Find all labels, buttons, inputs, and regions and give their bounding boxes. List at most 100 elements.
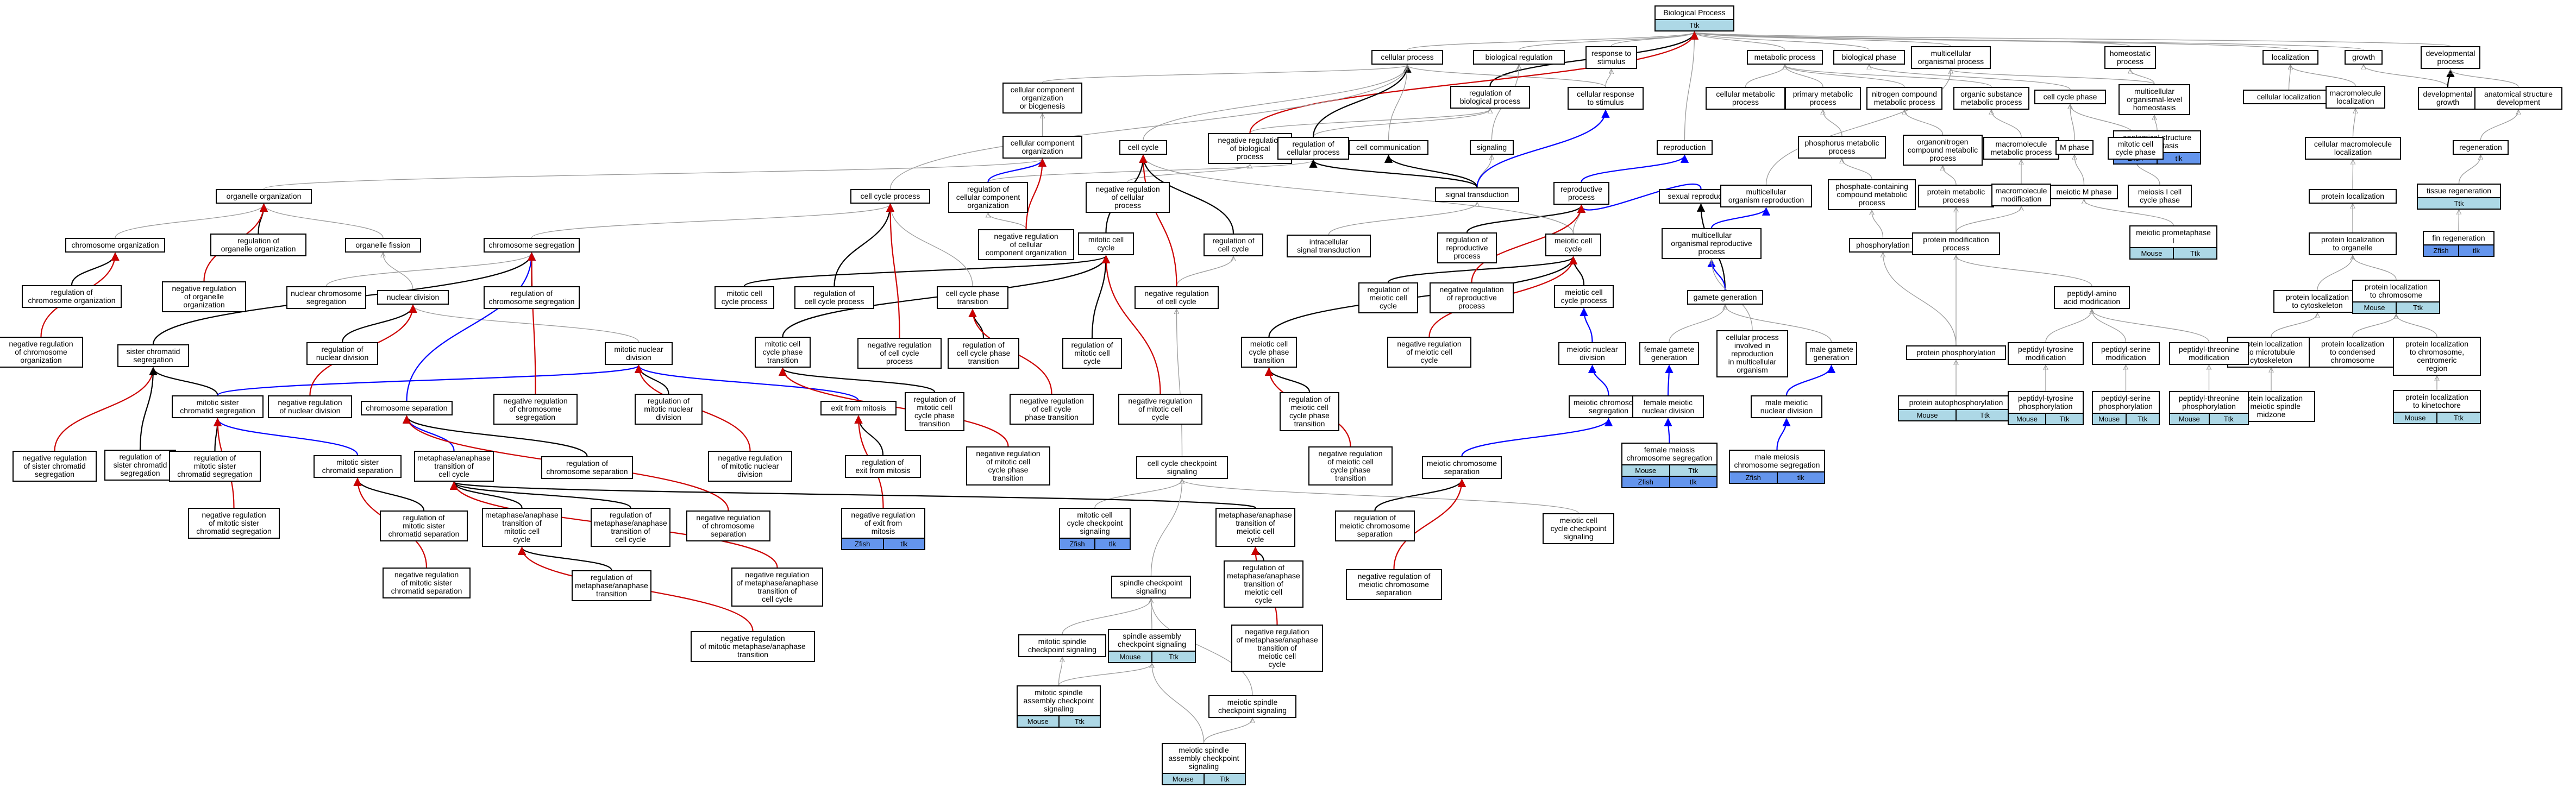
go-term-node[interactable]: protein localization to chromosome, cent… bbox=[2393, 337, 2481, 376]
go-term-node[interactable]: peptidyl-threonine modification bbox=[2169, 342, 2249, 365]
go-term-node[interactable]: mitotic spindle assembly checkpoint sign… bbox=[1017, 685, 1101, 728]
go-term-node[interactable]: cellular process involved in reproductio… bbox=[1716, 330, 1788, 377]
go-term-node[interactable]: gamete generation bbox=[1687, 290, 1763, 305]
go-term-node[interactable]: male gamete generation bbox=[1806, 342, 1857, 365]
go-term-node[interactable]: cell communication bbox=[1349, 140, 1428, 155]
go-term-node[interactable]: regulation of chromosome organization bbox=[22, 285, 122, 308]
go-term-node[interactable]: meiotic cell cycle bbox=[1545, 234, 1601, 256]
go-term-node[interactable]: biological regulation bbox=[1473, 50, 1565, 65]
go-term-node[interactable]: negative regulation of sister chromatid … bbox=[12, 451, 97, 482]
go-term-node[interactable]: developmental process bbox=[2421, 46, 2480, 69]
go-term-node[interactable]: organelle organization bbox=[216, 189, 312, 204]
go-term-node[interactable]: regulation of nuclear division bbox=[306, 342, 378, 365]
go-term-node[interactable]: negative regulation of chromosome organi… bbox=[0, 337, 83, 368]
go-term-node[interactable]: regulation of cellular process bbox=[1277, 137, 1349, 160]
go-term-node[interactable]: phosphate-containing compound metabolic … bbox=[1828, 179, 1916, 210]
go-term-node[interactable]: male meiotic nuclear division bbox=[1751, 395, 1822, 418]
go-term-node[interactable]: meiotic M phase bbox=[2050, 185, 2118, 199]
go-term-node[interactable]: regulation of mitotic cell cycle bbox=[1062, 338, 1122, 369]
go-term-node[interactable]: negative regulation of organelle organiz… bbox=[162, 281, 246, 312]
go-term-node[interactable]: negative regulation of mitotic nuclear d… bbox=[708, 451, 792, 482]
go-term-node[interactable]: primary metabolic process bbox=[1785, 87, 1861, 110]
go-term-node[interactable]: growth bbox=[2345, 50, 2383, 65]
go-term-node[interactable]: negative regulation of cell cycle bbox=[1135, 286, 1219, 309]
go-term-node[interactable]: regulation of meiotic cell cycle phase t… bbox=[1280, 392, 1339, 431]
go-term-node[interactable]: meiotic spindle assembly checkpoint sign… bbox=[1162, 743, 1246, 785]
go-term-node[interactable]: multicellular organismal-level homeostas… bbox=[2119, 84, 2190, 115]
go-term-node[interactable]: negative regulation of metaphase/anaphas… bbox=[731, 568, 823, 607]
go-term-node[interactable]: chromosome separation bbox=[361, 401, 453, 415]
go-term-node[interactable]: regulation of cell cycle phase transitio… bbox=[948, 338, 1019, 369]
go-term-node[interactable]: phosphorus metabolic process bbox=[1798, 136, 1886, 159]
go-term-node[interactable]: peptidyl-serine modification bbox=[2092, 342, 2160, 365]
go-term-node[interactable]: nuclear division bbox=[377, 290, 449, 305]
go-term-node[interactable]: mitotic sister chromatid separation bbox=[314, 455, 402, 478]
go-term-node[interactable]: regulation of biological process bbox=[1450, 86, 1530, 109]
go-term-node[interactable]: mitotic cell cycle phase bbox=[2108, 137, 2164, 160]
go-term-node[interactable]: metaphase/anaphase transition of cell cy… bbox=[414, 451, 494, 482]
go-term-node[interactable]: regulation of meiotic cell cycle bbox=[1358, 282, 1418, 313]
go-term-node[interactable]: cellular component organization bbox=[1002, 136, 1082, 159]
go-term-node[interactable]: cellular process bbox=[1371, 50, 1443, 65]
go-term-node[interactable]: developmental growth bbox=[2418, 87, 2478, 110]
go-term-node[interactable]: cell cycle phase bbox=[2034, 90, 2106, 104]
go-term-node[interactable]: mitotic cell cycle process bbox=[714, 286, 774, 309]
go-term-node[interactable]: multicellular organism reproduction bbox=[1720, 185, 1812, 207]
go-term-node[interactable]: protein localization to condensed chromo… bbox=[2309, 337, 2397, 368]
go-term-node[interactable]: regulation of meiotic chromosome separat… bbox=[1335, 510, 1415, 541]
go-term-node[interactable]: meiotic chromosome separation bbox=[1422, 456, 1502, 479]
go-term-node[interactable]: negative regulation of mitotic cell cycl… bbox=[966, 446, 1050, 486]
go-term-node[interactable]: macromolecule modification bbox=[1991, 184, 2051, 206]
go-term-node[interactable]: metabolic process bbox=[1747, 50, 1823, 65]
go-term-node[interactable]: signaling bbox=[1470, 140, 1514, 155]
go-term-node[interactable]: regulation of metaphase/anaphase transit… bbox=[591, 508, 670, 547]
go-term-node[interactable]: cellular macromolecule localization bbox=[2305, 137, 2401, 160]
go-term-node[interactable]: negative regulation of mitotic metaphase… bbox=[691, 631, 815, 662]
go-term-node[interactable]: negative regulation of mitotic cell cycl… bbox=[1118, 394, 1202, 425]
go-term-node[interactable]: protein phosphorylation bbox=[1906, 345, 2006, 360]
go-term-node[interactable]: negative regulation of cellular process bbox=[1086, 182, 1170, 213]
go-term-node[interactable]: cell cycle process bbox=[850, 189, 930, 204]
go-term-node[interactable]: protein metabolic process bbox=[1918, 185, 1994, 207]
go-term-node[interactable]: female gamete generation bbox=[1639, 342, 1699, 365]
go-term-node[interactable]: meiotic cell cycle process bbox=[1554, 285, 1614, 308]
go-term-node[interactable]: negative regulation of meiotic cell cycl… bbox=[1308, 446, 1393, 486]
go-term-node[interactable]: chromosome segregation bbox=[484, 238, 580, 253]
go-term-node[interactable]: negative regulation of metaphase/anaphas… bbox=[1231, 625, 1323, 672]
go-term-node[interactable]: regulation of cell cycle bbox=[1204, 234, 1263, 256]
go-term-node[interactable]: multicellular organismal reproductive pr… bbox=[1662, 228, 1762, 259]
go-term-node[interactable]: regulation of metaphase/anaphase transit… bbox=[572, 570, 651, 601]
go-term-node[interactable]: mitotic nuclear division bbox=[605, 342, 673, 365]
go-term-node[interactable]: negative regulation of cell cycle proces… bbox=[857, 338, 942, 369]
go-term-node[interactable]: meiotic nuclear division bbox=[1558, 342, 1626, 365]
go-term-node[interactable]: negative regulation of nuclear division bbox=[268, 395, 352, 418]
go-term-node[interactable]: regulation of mitotic nuclear division bbox=[635, 394, 703, 425]
go-term-node[interactable]: meiotic spindle checkpoint signaling bbox=[1208, 695, 1296, 718]
go-term-node[interactable]: sister chromatid segregation bbox=[117, 344, 189, 367]
go-term-node[interactable]: regulation of metaphase/anaphase transit… bbox=[1224, 560, 1303, 608]
go-term-node[interactable]: negative regulation of cellular componen… bbox=[978, 229, 1074, 260]
go-term-node[interactable]: meiosis I cell cycle phase bbox=[2128, 185, 2192, 207]
go-term-node[interactable]: spindle checkpoint signaling bbox=[1111, 576, 1191, 598]
go-term-node[interactable]: multicellular organismal process bbox=[1911, 46, 1991, 69]
go-term-node[interactable]: protein localization to cytoskeleton bbox=[2273, 290, 2361, 313]
go-term-node[interactable]: macromolecule localization bbox=[2326, 86, 2385, 109]
go-term-node[interactable]: regulation of exit from mitosis bbox=[845, 455, 921, 478]
go-term-node[interactable]: regulation of organelle organization bbox=[210, 234, 306, 256]
go-term-node[interactable]: organic substance metabolic process bbox=[1953, 87, 2029, 110]
go-term-node[interactable]: negative regulation of meiotic chromosom… bbox=[1346, 569, 1442, 600]
go-term-node[interactable]: cell cycle checkpoint signaling bbox=[1136, 456, 1228, 479]
go-term-node[interactable]: regulation of cell cycle process bbox=[794, 286, 874, 309]
go-term-node[interactable]: organelle fission bbox=[345, 238, 421, 253]
